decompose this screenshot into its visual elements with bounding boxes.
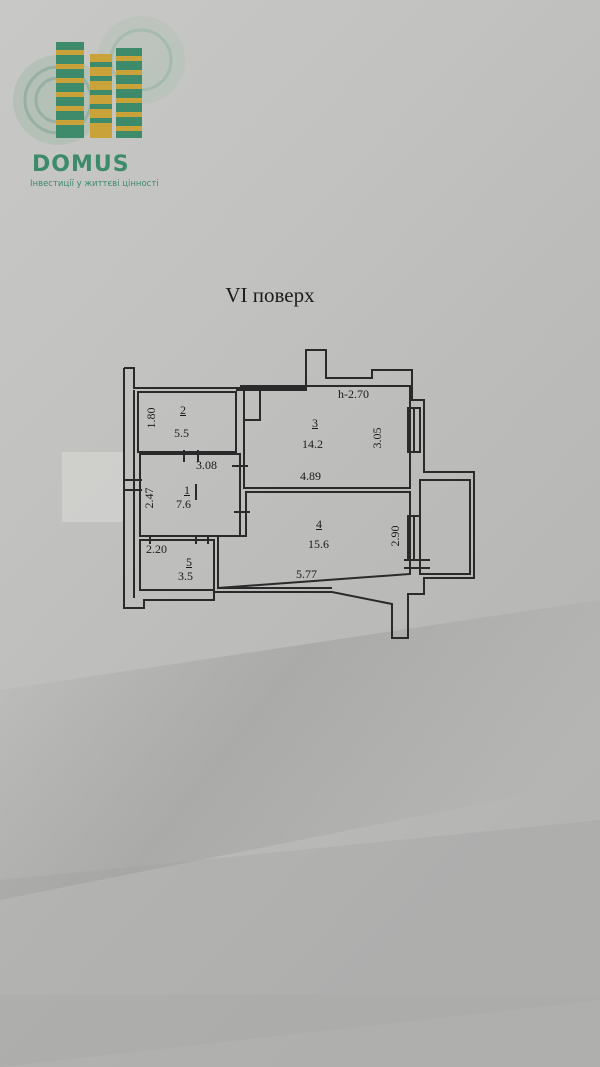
room-3-number: 3 [312, 416, 318, 430]
room-5-area: 3.5 [178, 569, 193, 583]
logo-wordmark: DOMUS [32, 152, 130, 177]
room-2-area: 5.5 [174, 426, 189, 440]
room-3-area: 14.2 [302, 437, 323, 451]
room-5-width-dimension: 2.20 [146, 542, 167, 556]
room-4-number: 4 [316, 517, 322, 531]
room-1-number: 1 [184, 483, 190, 497]
ceiling-height-label: h-2.70 [338, 387, 369, 401]
domus-logo: DOMUS Інвестиції у життєві цінності [6, 14, 196, 189]
domus-logo-mark [13, 16, 185, 145]
room-4-area: 15.6 [308, 537, 329, 551]
room-4-width-dimension: 5.77 [296, 567, 317, 581]
room-1-area: 7.6 [176, 497, 191, 511]
logo-tagline: Інвестиції у життєві цінності [30, 179, 159, 189]
room-3-height-dimension: 3.05 [370, 427, 384, 449]
room-3-width-dimension: 4.89 [300, 469, 321, 483]
room-1-width-dimension: 3.08 [196, 458, 217, 472]
room-2-height-dimension: 1.80 [144, 407, 158, 429]
room-1-height-dimension: 2.47 [142, 487, 156, 509]
floor-title: VI поверх [225, 283, 315, 307]
room-5-number: 5 [186, 555, 192, 569]
room-2-number: 2 [180, 403, 186, 417]
room-4-height-dimension: 2.90 [388, 525, 402, 547]
